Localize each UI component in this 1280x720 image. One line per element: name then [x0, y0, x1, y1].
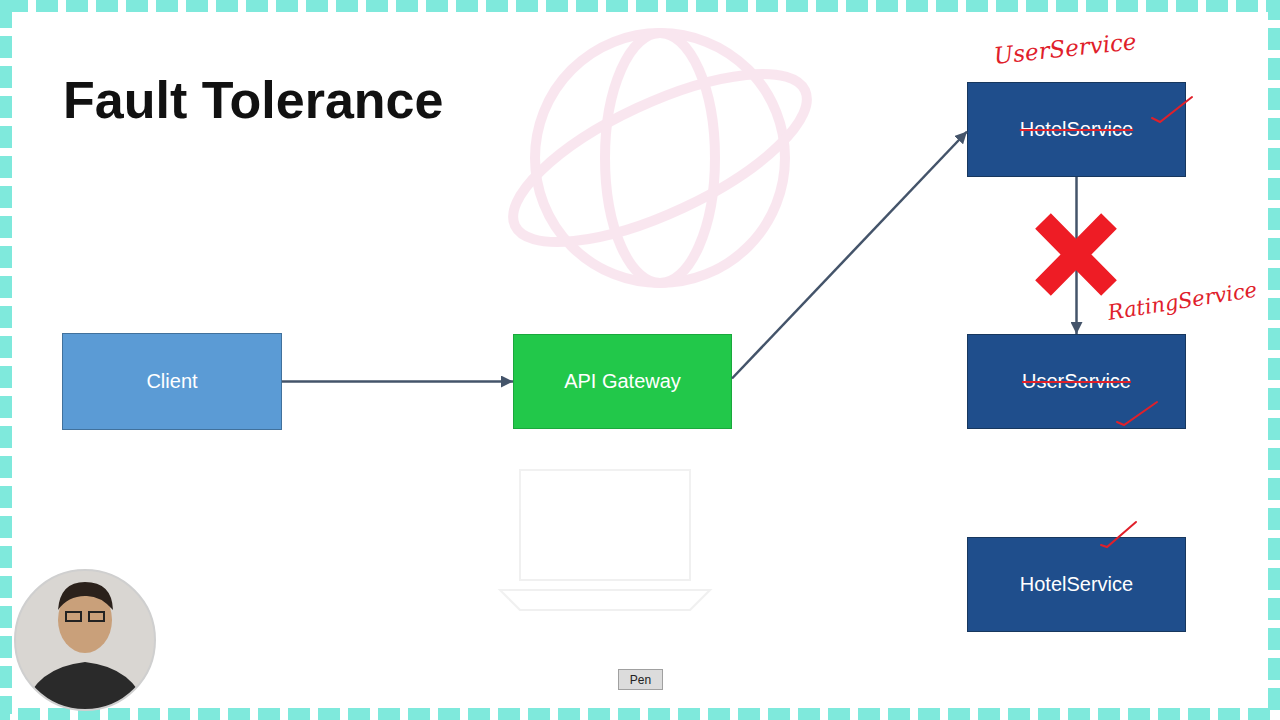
glasses-left: [66, 612, 81, 621]
person-hair: [58, 582, 113, 610]
webcam-border: [15, 570, 155, 710]
laptop-base: [500, 590, 710, 610]
flow-arrow: [732, 132, 967, 379]
flow-arrow: [1075, 177, 1078, 334]
service-box: UserServiceRatingService: [967, 334, 1186, 429]
webcam-overlay: [10, 565, 160, 720]
service-box: HotelService: [967, 537, 1186, 632]
failure-cross: [1043, 221, 1109, 288]
service-name: API Gateway: [564, 370, 681, 393]
service-name: Client: [146, 370, 197, 393]
handwritten-note: UserService: [993, 28, 1138, 69]
globe-watermark: [492, 33, 829, 283]
globe-orbit: [492, 41, 829, 276]
glasses-right: [89, 612, 104, 621]
service-name: UserService: [1022, 370, 1131, 393]
service-box: HotelServiceUserService: [967, 82, 1186, 177]
flow-arrow: [282, 380, 513, 383]
laptop-screen: [520, 470, 690, 580]
tool-tooltip: Pen: [618, 669, 663, 690]
laptop-watermark: [500, 470, 710, 610]
service-name: HotelService: [1020, 118, 1133, 141]
service-name: HotelService: [1020, 573, 1133, 596]
person-body: [20, 662, 150, 720]
service-box: Client: [62, 333, 282, 430]
service-box: API Gateway: [513, 334, 732, 429]
slide-frame: [6, 6, 1274, 714]
slide-title: Fault Tolerance: [63, 70, 443, 130]
handwritten-note: RatingService: [1106, 278, 1258, 325]
globe-meridian: [605, 33, 715, 283]
red-cross: [1043, 221, 1109, 288]
